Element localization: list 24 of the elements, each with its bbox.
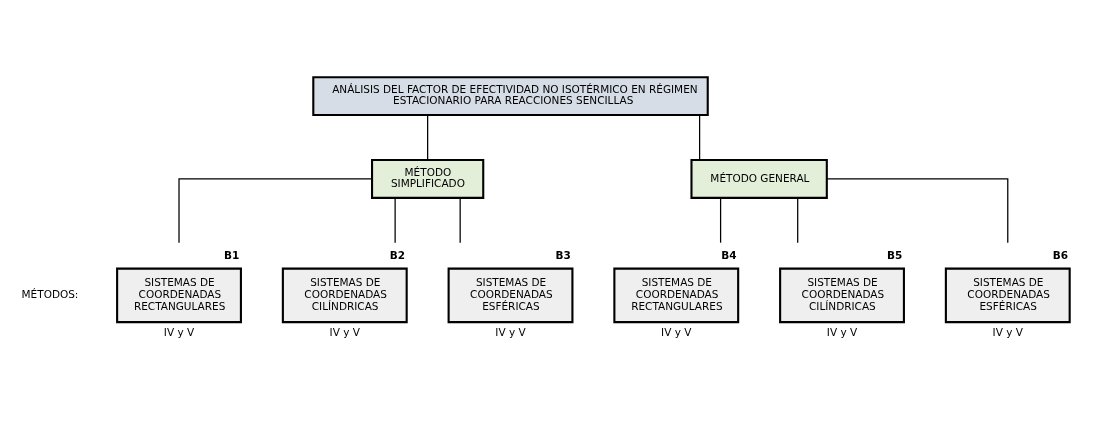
connector — [797, 197, 799, 244]
node-label: IV y V — [163, 325, 195, 338]
node-label: IV y V — [329, 325, 360, 338]
connector — [394, 197, 396, 244]
connector — [719, 197, 722, 244]
node-label: IV y V — [661, 325, 692, 338]
node-label: B5 — [887, 249, 903, 262]
connector — [427, 114, 429, 161]
connector — [826, 178, 1009, 244]
node-box: MÉTODO GENERAL — [690, 159, 828, 199]
node-label: B2 — [389, 249, 406, 262]
node-label: B1 — [224, 249, 240, 262]
node-label: IV y V — [826, 325, 858, 338]
node-box: ANÁLISIS DEL FACTOR DE EFECTIVIDAD NO ISOTÉRMICO EN RÉGIMEN ESTACIONARIO PARA REACCIONES SENCILLAS — [312, 76, 709, 116]
label: MÉTODOS: — [21, 287, 79, 300]
node-label: B3 — [555, 249, 571, 262]
node-label: B6 — [1052, 249, 1069, 262]
node-box: MÉTODO SIMPLIFICADO — [371, 159, 485, 199]
connector — [459, 197, 461, 244]
node-label: IV y V — [495, 325, 526, 338]
node-label: IV y V — [992, 325, 1023, 338]
connector — [178, 178, 373, 244]
node-label: B4 — [721, 249, 737, 262]
connector — [699, 114, 701, 161]
